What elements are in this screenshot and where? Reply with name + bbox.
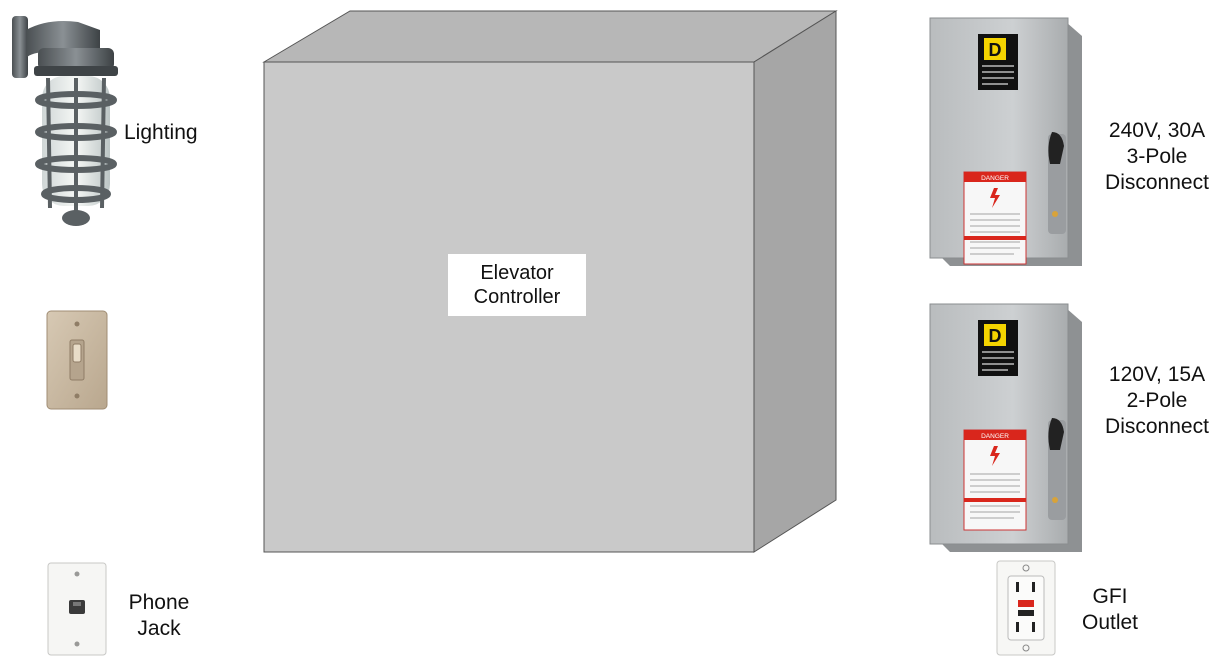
disconnect-3pole-label: 240V, 30A 3-Pole Disconnect xyxy=(1098,118,1216,196)
disconnect-2pole-label-line1: 120V, 15A xyxy=(1108,363,1206,386)
lighting-label: Lighting xyxy=(124,120,198,146)
controller-top-face xyxy=(262,10,838,63)
gfi-outlet-label-line2: Outlet xyxy=(1081,611,1139,634)
disconnect-3pole-label-line1: 240V, 30A xyxy=(1108,119,1206,142)
controller-label-line2: Controller xyxy=(473,286,561,308)
disconnect-2pole-label-line3: Disconnect xyxy=(1105,415,1209,438)
disconnect-2pole-icon: D DANGER xyxy=(929,303,1082,552)
disconnect-3pole-label-line3: Disconnect xyxy=(1105,171,1209,194)
gfi-outlet-icon xyxy=(996,560,1056,656)
phone-jack-label-line2: Jack xyxy=(137,617,181,640)
lighting-label-text: Lighting xyxy=(124,121,198,144)
controller-label: Elevator Controller xyxy=(448,254,586,316)
disconnect-3pole-brand-letter: D xyxy=(989,40,1002,60)
disconnect-2pole-brand-letter: D xyxy=(989,326,1002,346)
light-switch-icon xyxy=(46,310,108,410)
controller-label-line1: Elevator xyxy=(480,262,554,284)
disconnect-2pole-warning-word: DANGER xyxy=(981,433,1009,440)
light-fixture-icon xyxy=(12,16,118,226)
disconnect-2pole-label-line2: 2-Pole xyxy=(1126,389,1188,412)
disconnect-3pole-icon: D DANGER xyxy=(929,17,1082,266)
controller-side-face xyxy=(753,10,837,553)
phone-jack-label: Phone Jack xyxy=(120,590,198,642)
phone-jack-label-line1: Phone xyxy=(128,591,190,614)
disconnect-2pole-label: 120V, 15A 2-Pole Disconnect xyxy=(1098,362,1216,440)
gfi-outlet-label: GFI Outlet xyxy=(1068,584,1152,636)
phone-jack-icon xyxy=(47,562,107,656)
gfi-outlet-label-line1: GFI xyxy=(1092,585,1128,608)
disconnect-3pole-label-line2: 3-Pole xyxy=(1126,145,1188,168)
disconnect-3pole-warning-word: DANGER xyxy=(981,175,1009,182)
